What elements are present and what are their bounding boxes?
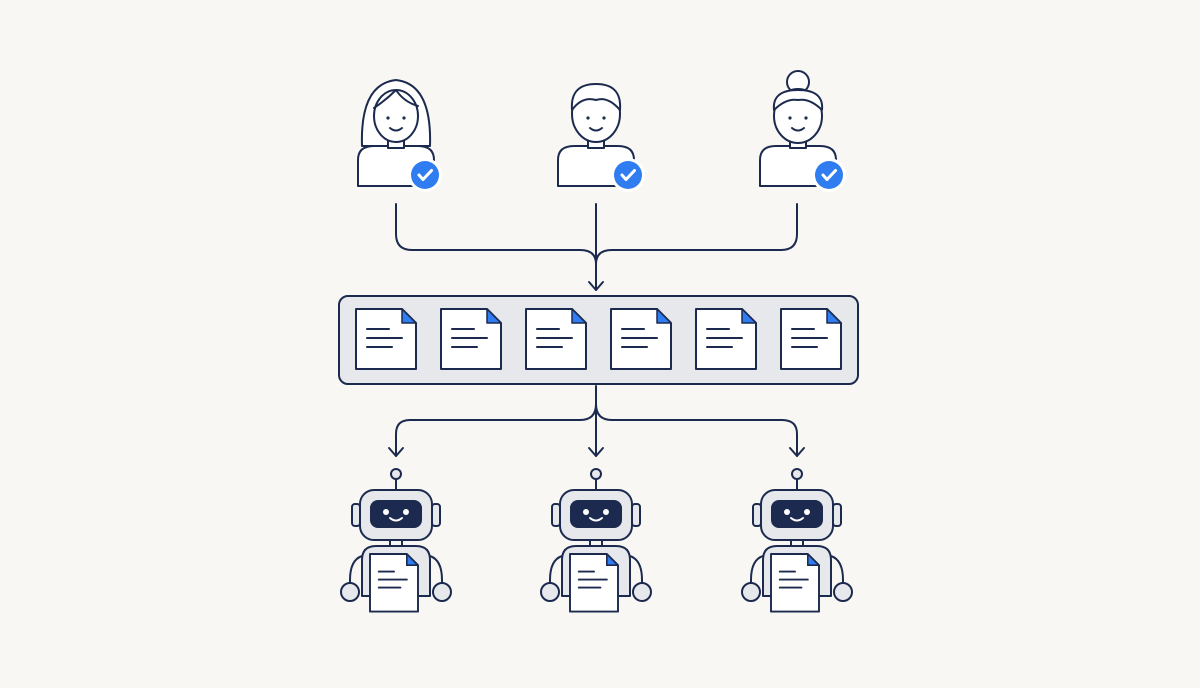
document-icon <box>525 308 587 370</box>
document-icon <box>695 308 757 370</box>
robot-icon <box>740 467 854 613</box>
merge-connector <box>395 203 798 291</box>
arrow-down-icon <box>789 447 805 457</box>
document-icon <box>780 308 842 370</box>
document-icon <box>355 308 417 370</box>
arrow-down-icon <box>588 447 604 457</box>
person-2 <box>557 83 647 194</box>
verified-check-icon <box>609 156 647 194</box>
document-tray <box>338 295 859 385</box>
man-avatar-icon <box>557 83 635 187</box>
arrow-down-icon <box>388 447 404 457</box>
arrow-down-icon <box>588 281 604 291</box>
person-3 <box>759 70 848 194</box>
robot-icon <box>339 467 453 613</box>
verified-check-icon <box>810 156 848 194</box>
robot-icon <box>539 467 653 613</box>
document-icon <box>610 308 672 370</box>
split-connector <box>388 385 805 457</box>
person-1 <box>357 79 444 194</box>
document-icon <box>440 308 502 370</box>
verified-check-icon <box>406 156 444 194</box>
woman-avatar-icon <box>357 79 435 187</box>
